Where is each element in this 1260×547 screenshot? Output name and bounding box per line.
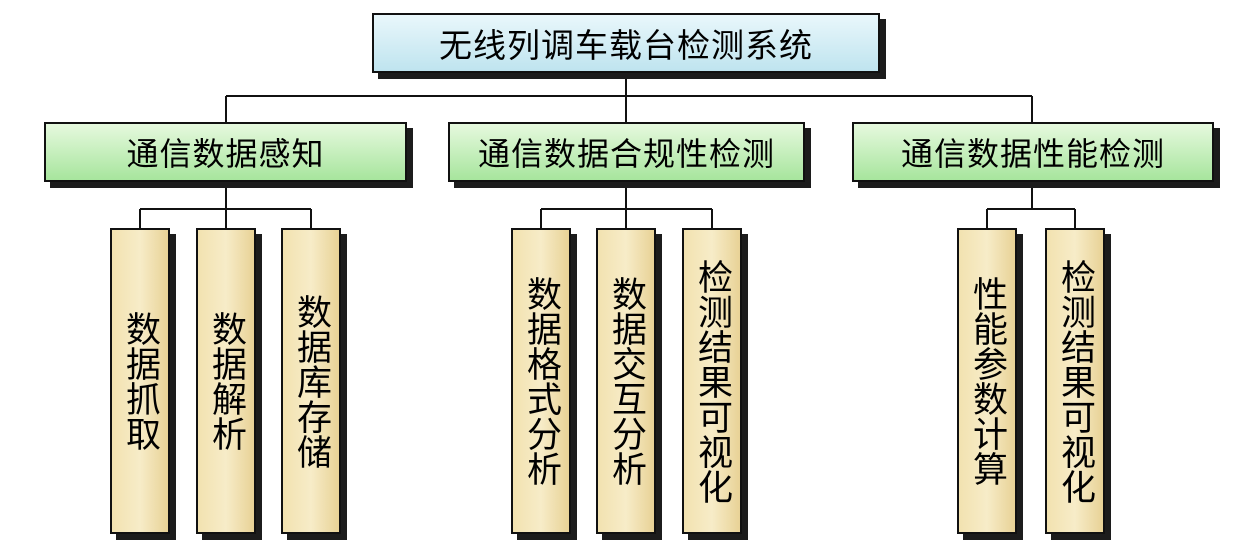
root-node: 无线列调车载台检测系统 (372, 13, 880, 73)
category-label: 通信数据合规性检测 (477, 135, 775, 173)
leaf-node-parameter-calculation: 性能参数计算 (957, 228, 1017, 534)
leaf-node-data-parsing: 数据解析 (196, 228, 256, 534)
category-label: 通信数据性能检测 (900, 135, 1165, 173)
category-node-perception: 通信数据感知 (44, 122, 407, 182)
leaf-label: 数据库存储 (291, 293, 331, 469)
leaf-node-interaction-analysis: 数据交互分析 (596, 228, 656, 534)
leaf-node-format-analysis: 数据格式分析 (511, 228, 571, 534)
leaf-label: 检测结果可视化 (1055, 258, 1095, 504)
category-node-compliance: 通信数据合规性检测 (448, 122, 805, 182)
leaf-node-data-capture: 数据抓取 (110, 228, 170, 534)
root-label: 无线列调车载台检测系统 (439, 26, 813, 65)
leaf-label: 数据交互分析 (606, 276, 646, 486)
leaf-label: 数据解析 (206, 311, 246, 451)
category-node-performance: 通信数据性能检测 (852, 122, 1214, 182)
leaf-node-database-storage: 数据库存储 (281, 228, 341, 534)
category-label: 通信数据感知 (126, 135, 325, 173)
leaf-node-performance-visualization: 检测结果可视化 (1045, 228, 1105, 534)
leaf-label: 数据格式分析 (521, 276, 561, 486)
leaf-node-compliance-visualization: 检测结果可视化 (682, 228, 742, 534)
leaf-label: 检测结果可视化 (692, 258, 732, 504)
leaf-label: 性能参数计算 (967, 276, 1007, 486)
leaf-label: 数据抓取 (120, 311, 160, 451)
